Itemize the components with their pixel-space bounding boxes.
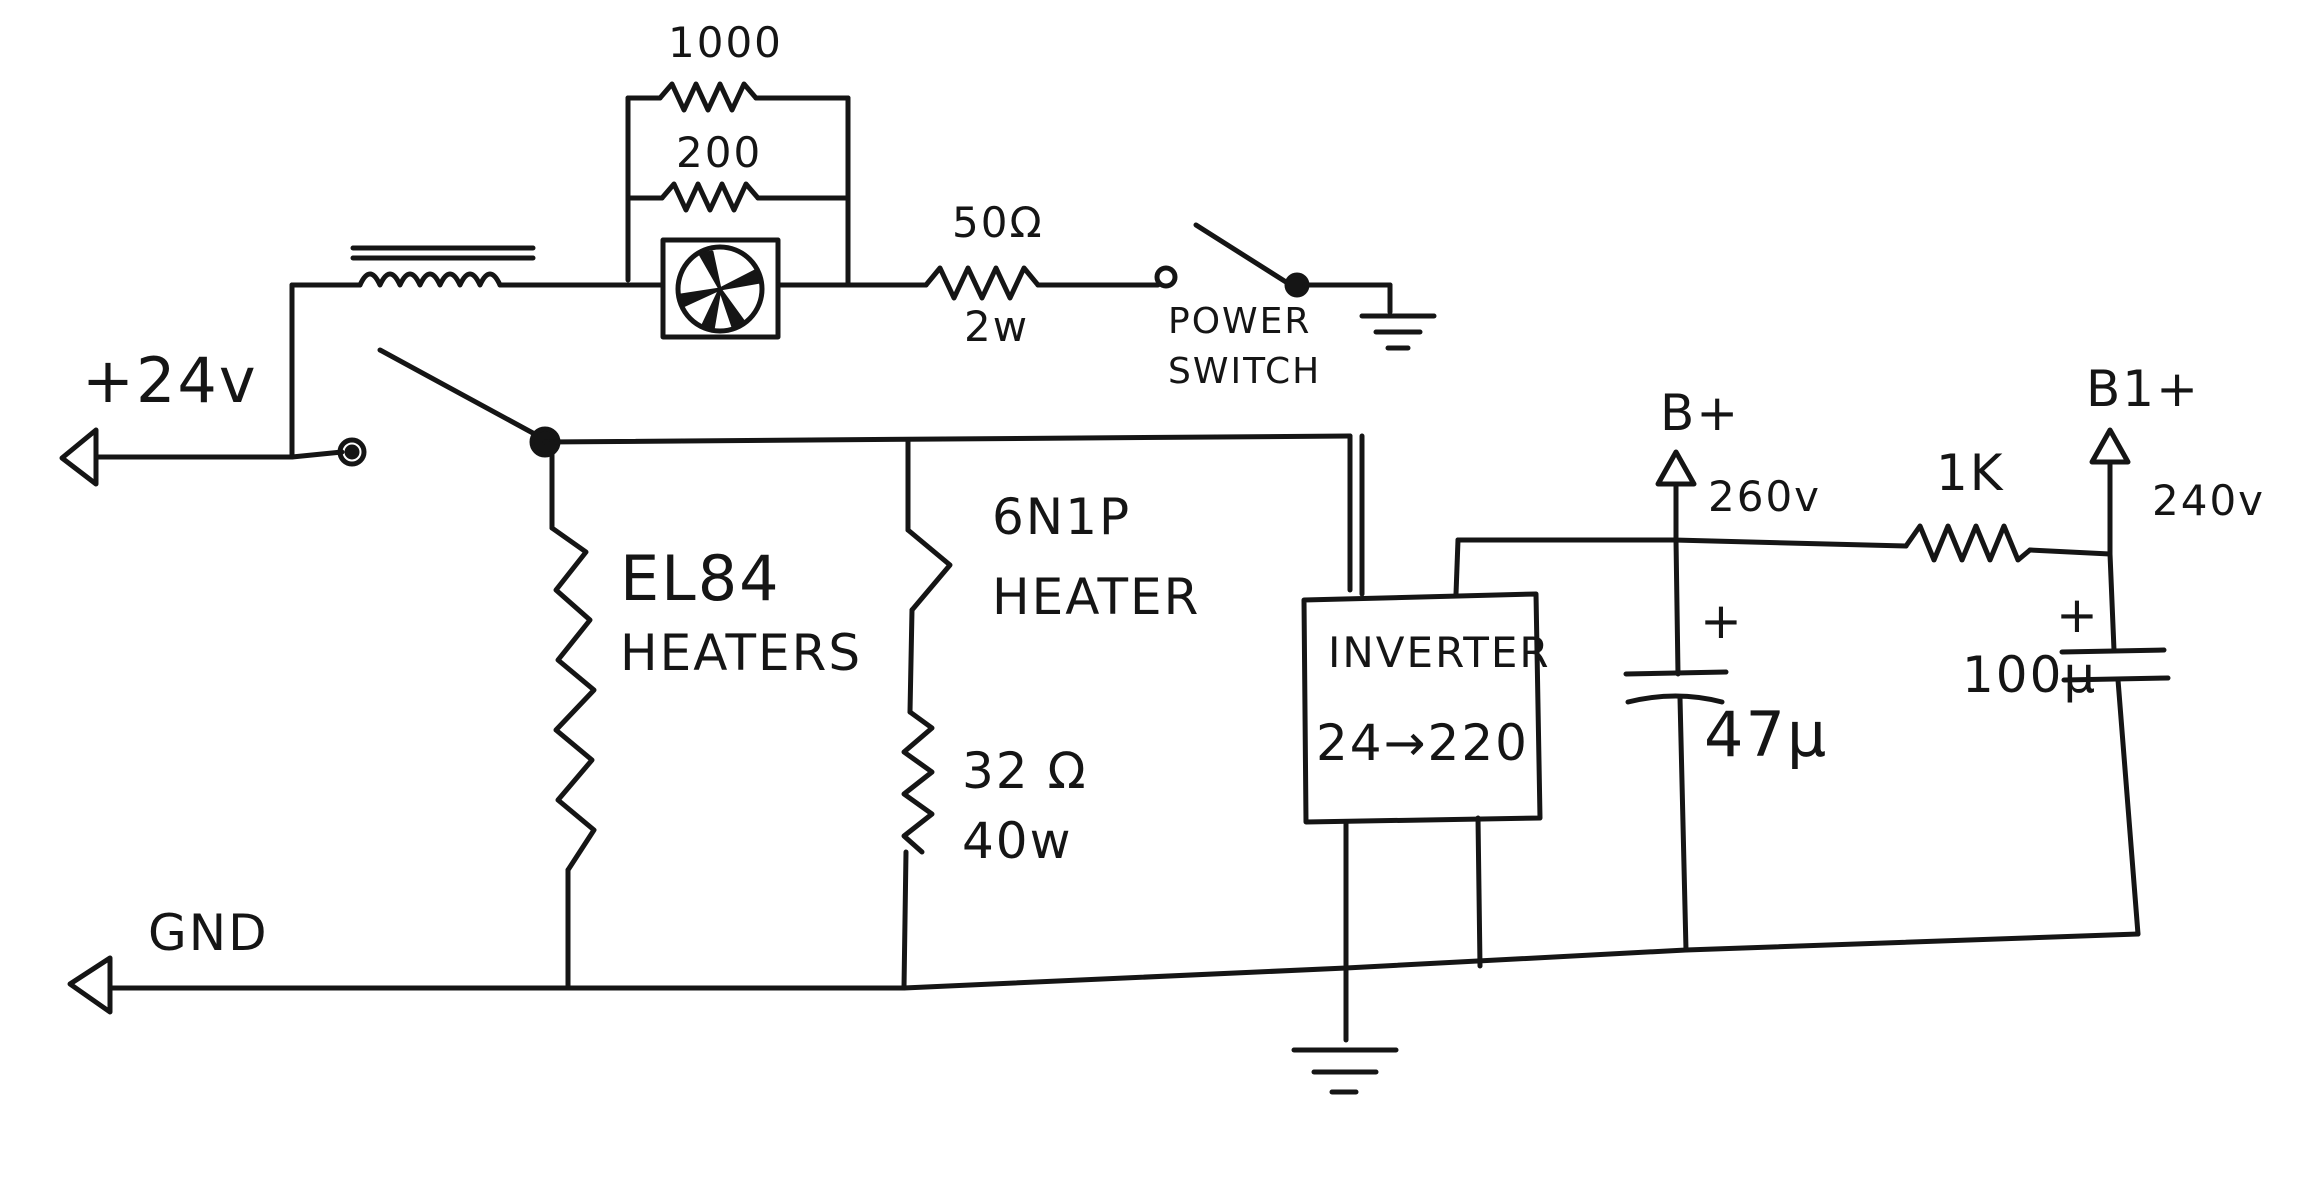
label-capacitor-47u-polarity: + <box>1700 592 1744 650</box>
inverter-box <box>1301 433 1677 1043</box>
b1plus-arrow <box>2089 427 2131 557</box>
resistor-1000 <box>625 81 851 288</box>
bplus-arrow <box>1655 449 1697 543</box>
el84-heaters-resistor <box>549 439 597 991</box>
heater-rail <box>542 433 1353 593</box>
label-resistor-1000: 1000 <box>668 18 783 67</box>
label-capacitor-100u-polarity: + <box>2056 586 2100 644</box>
label-inverter-ratio: 24→220 <box>1316 714 1529 772</box>
resistor-1k <box>1671 523 2113 563</box>
label-resistor-200: 200 <box>676 128 763 177</box>
label-el84: EL84 <box>620 542 781 615</box>
6n1p-heater-resistor <box>901 437 953 991</box>
label-capacitor-47u: 47µ <box>1704 698 1829 771</box>
label-6n1p: 6N1P <box>992 488 1132 546</box>
relay-switch <box>377 347 561 458</box>
label-power-switch-2: SWITCH <box>1168 351 1322 392</box>
capacitor-100u <box>2059 551 2171 937</box>
fan-icon <box>660 237 781 340</box>
gnd-rail <box>67 931 2141 1015</box>
label-b1plus: B1+ <box>2086 360 2201 418</box>
label-el84-heaters: HEATERS <box>620 624 863 682</box>
label-resistor-32-watt: 40w <box>962 812 1073 870</box>
resistor-200 <box>625 181 851 213</box>
label-resistor-32: 32 Ω <box>962 742 1088 800</box>
label-power-switch: POWER <box>1168 301 1312 342</box>
label-resistor-1k: 1K <box>1936 444 2005 502</box>
label-resistor-50: 50Ω <box>952 198 1044 247</box>
label-bplus: B+ <box>1660 384 1741 442</box>
label-6n1p-heater: HEATER <box>992 568 1201 626</box>
ground-icon-inverter <box>1291 1047 1399 1095</box>
power-switch <box>1154 222 1393 315</box>
ground-icon <box>1359 313 1437 351</box>
label-plus-24v: +24v <box>82 344 258 417</box>
label-bplus-voltage: 260v <box>1708 472 1822 521</box>
capacitor-47u <box>1623 537 1729 953</box>
label-gnd: GND <box>148 904 269 962</box>
relay-coil <box>297 245 666 288</box>
input-24v <box>59 282 367 487</box>
label-capacitor-100u: 100µ <box>1962 646 2098 704</box>
label-b1plus-voltage: 240v <box>2152 476 2266 525</box>
label-resistor-50-watt: 2w <box>964 302 1030 351</box>
label-inverter: INVERTER <box>1328 628 1551 677</box>
resistor-50-ohm <box>775 265 1161 301</box>
